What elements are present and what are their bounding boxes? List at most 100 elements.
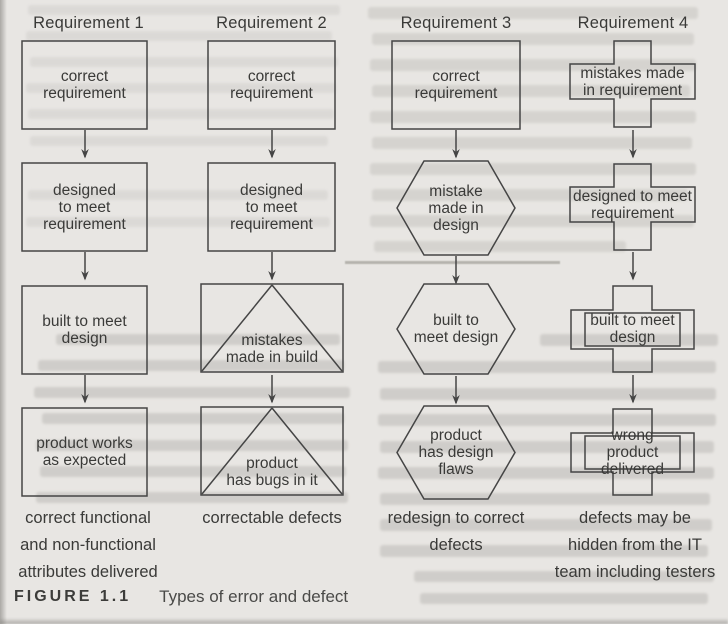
shape-label: mistakes made in requirement [580,64,685,99]
bleedthrough-texture [372,85,690,97]
bleedthrough-texture [28,109,334,119]
down-arrow-icon [268,375,276,404]
mistake-made-in-design-hexagon: mistake made in design [396,160,516,256]
hexagon-outline [396,283,516,375]
rectangle-outline [21,407,148,497]
hexagon-outline [396,405,516,500]
bleedthrough-texture [36,492,348,503]
down-arrow-icon [452,256,460,285]
correct-requirement-box: correct requirement [207,40,336,130]
bleedthrough-texture [380,519,712,531]
flow-arrow [266,130,278,160]
down-arrow-icon [81,252,89,281]
mistakes-made-in-build-shape: mistakes made in build [200,283,344,373]
flow-arrow [627,130,639,160]
shape-label: built to meet design [590,312,675,346]
figure-number: FIGURE 1.1 [14,588,132,605]
flow-arrow [266,252,278,282]
shape-label: product has design flaws [418,427,494,478]
rectangle-outline [391,40,521,130]
shape-label: correct requirement [43,68,126,102]
down-arrow-icon [629,252,637,281]
built-to-meet-design-cross: built to meet design [570,285,695,373]
shape-label: product works as expected [36,435,133,469]
shape-label: designed to meet requirement [573,187,692,222]
bleedthrough-texture [378,467,714,479]
bleedthrough-texture [372,137,692,149]
bleedthrough-texture [378,414,716,426]
mistakes-made-in-requirement-cross: mistakes made in requirement [569,40,696,128]
flow-arrow [627,252,639,282]
flow-arrow [450,256,462,286]
flow-arrow [79,252,91,282]
designed-to-meet-requirement-box: designed to meet requirement [21,162,148,252]
bleedthrough-texture [374,241,626,252]
flow-arrow [266,375,278,405]
figure-title: Types of error and defect [159,587,349,606]
down-arrow-icon [81,375,89,404]
bleedthrough-texture [28,190,328,200]
built-to-meet-design-box: built to meet design [21,285,148,375]
bleedthrough-texture [414,571,714,582]
bleedthrough-texture [42,413,344,424]
column-caption: correct functional and non-functional at… [18,509,158,581]
flow-arrow [627,375,639,405]
rectangle-outline [207,40,336,130]
flow-arrow [450,376,462,406]
down-arrow-icon [452,376,460,405]
bleedthrough-texture [368,7,698,19]
built-to-meet-design-hexagon: built to meet design [396,283,516,375]
column-header: Requirement 1 [33,13,144,32]
shape-label: designed to meet requirement [43,181,126,233]
down-arrow-icon [452,130,460,159]
shape-label: built to meet design [42,313,127,347]
bleedthrough-texture [26,31,332,41]
column-header: Requirement 4 [577,13,689,32]
hexagon-outline [396,160,516,256]
shape-label: mistakes made in build [225,332,319,366]
bleedthrough-texture [372,189,688,201]
bleedthrough-texture [30,136,328,146]
flow-arrow [79,130,91,160]
bleedthrough-texture [30,57,338,67]
shape-label: wrong product delivered [601,426,664,478]
bleedthrough-texture [26,83,336,93]
bleedthrough-texture [378,361,716,373]
wrong-product-delivered-cross: wrong product delivered [570,408,695,496]
column-header: Requirement 3 [400,13,512,32]
bleedthrough-texture [380,441,714,453]
cross-with-rectangle-outline [570,408,695,496]
bleedthrough-texture [28,5,340,15]
rectangle-outline [21,40,148,130]
bleedthrough-texture [370,215,694,227]
rectangle-triangle-outline [200,283,344,373]
correct-requirement-box: correct requirement [391,40,521,130]
column-caption: defects may be hidden from the IT team i… [554,509,716,581]
cross-outline [569,40,696,128]
down-arrow-icon [268,130,276,159]
figure-caption: FIGURE 1.1 Types of error and defect [14,585,348,609]
bleedthrough-texture [34,387,350,398]
rectangle-outline [21,285,148,375]
down-arrow-icon [268,252,276,281]
page-binding-shadow [0,0,7,624]
cross-outline [569,163,696,251]
bleedthrough-texture [36,440,348,451]
correct-requirement-box: correct requirement [21,40,148,130]
down-arrow-icon [629,130,637,159]
product-has-design-flaws-hexagon: product has design flaws [396,405,516,500]
column-caption: correctable defects [202,509,342,527]
shape-label: designed to meet requirement [230,181,313,233]
shape-label: correct requirement [414,68,498,102]
product-has-bugs-shape: product has bugs in it [200,406,344,496]
designed-to-meet-requirement-cross: designed to meet requirement [569,163,696,251]
cross-with-rectangle-outline [570,285,695,373]
column-caption: redesign to correct defects [387,509,525,554]
bleedthrough-texture [38,360,344,371]
shape-label: correct requirement [230,68,313,102]
